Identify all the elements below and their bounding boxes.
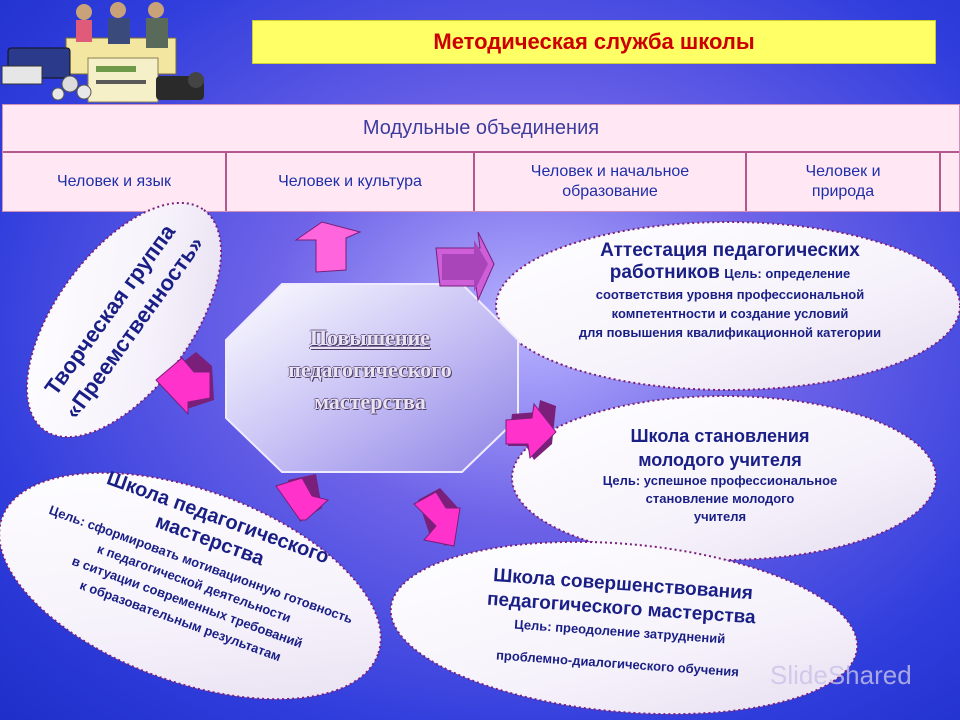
young-teacher-oval [511, 395, 937, 561]
arrow-left-icon [155, 352, 214, 416]
arrow-downleft-icon [275, 474, 330, 522]
attestation-text: Аттестация педагогических работников Цел… [520, 240, 940, 342]
center-line-2: педагогического [288, 357, 452, 382]
young-teacher-goal-2: становление молодого [645, 491, 795, 506]
page-title: Методическая служба школы [252, 20, 936, 64]
modules-header: Модульные объединения [3, 105, 959, 153]
attestation-title-1: Аттестация педагогических [600, 240, 860, 261]
watermark: SlideShared [770, 660, 912, 690]
attestation-title-2: работников [609, 262, 720, 283]
attestation-goal-3: для повышения квалификационной категории [578, 325, 882, 340]
module-primary-education: Человек и начальное образование [475, 153, 747, 211]
center-line-1: Повышение [309, 325, 431, 350]
improvement-school-oval [389, 540, 859, 716]
young-teacher-goal-3: учителя [693, 509, 747, 524]
module-nature: Человек и природа [747, 153, 941, 211]
office-meeting-clipart [1, 2, 204, 103]
young-teacher-title-2: молодого учителя [638, 450, 802, 470]
arrow-right-icon [505, 400, 557, 460]
center-line-3: мастерства [314, 389, 426, 414]
young-teacher-text: Школа становления молодого учителя Цель:… [530, 424, 910, 526]
module-language: Человек и язык [3, 153, 227, 211]
young-teacher-goal-1: Цель: успешное профессиональное [602, 473, 838, 488]
attestation-goal-1: соответствия уровня профессиональной [595, 287, 865, 302]
module-culture: Человек и культура [227, 153, 475, 211]
attestation-oval [495, 221, 960, 391]
young-teacher-title-1: Школа становления [630, 426, 810, 446]
mastery-school-oval [0, 471, 382, 701]
creative-group-oval [25, 201, 223, 439]
center-octagon [225, 283, 519, 473]
center-title: Повышение педагогического мастерства [252, 322, 488, 418]
modules-table: Модульные объединения Человек и язык Чел… [2, 104, 960, 212]
attestation-goal-inline: Цель: определение [724, 266, 851, 281]
arrow-up-icon [294, 221, 362, 273]
attestation-goal-2: компетентности и создание условий [611, 306, 849, 321]
arrow-downright-icon [413, 488, 461, 547]
arrow-upright-icon [435, 231, 495, 302]
